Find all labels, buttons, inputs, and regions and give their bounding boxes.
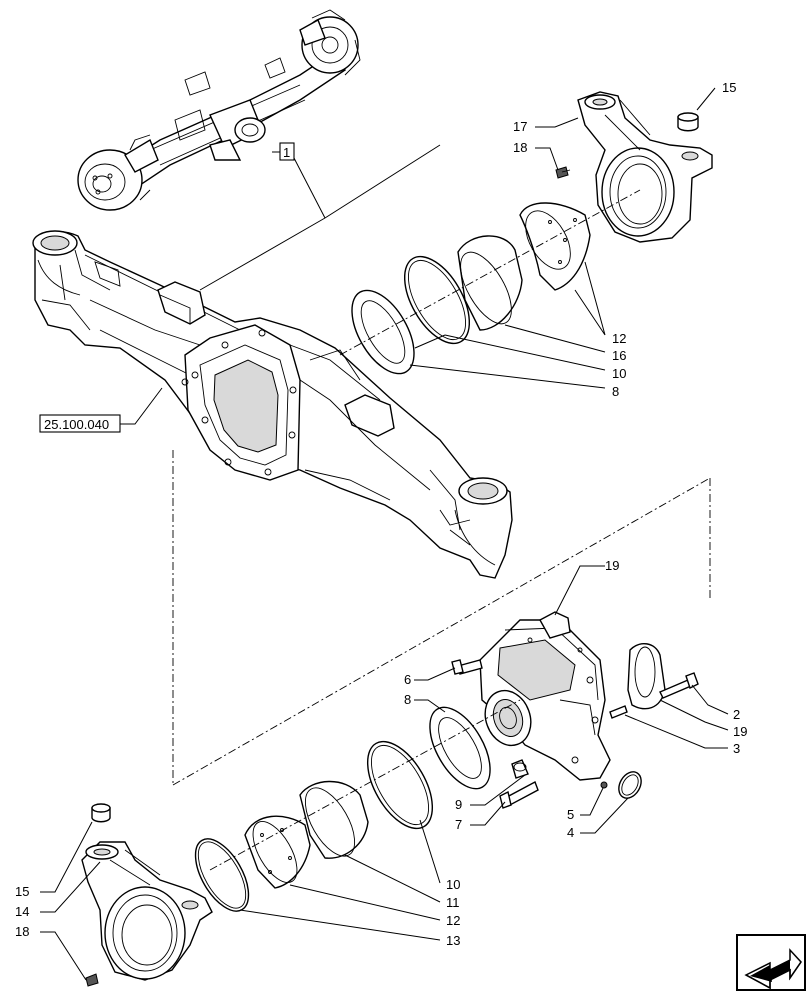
- lower-sleeve-11: [299, 780, 369, 859]
- lower-oring-10: [366, 740, 434, 830]
- lower-cap-15: [91, 803, 111, 823]
- upper-cap-15: [677, 112, 699, 132]
- callout-18-lower: 18: [15, 924, 29, 939]
- nut-9: [511, 759, 529, 779]
- callout-labels: 15 17 18 12 16 10 8 19 6 8 2 19 3 9 7 5 …: [15, 80, 747, 948]
- callout-6: 6: [404, 672, 411, 687]
- callout-3: 3: [733, 741, 740, 756]
- callout-13: 13: [446, 933, 460, 948]
- callout-8-upper: 8: [612, 384, 619, 399]
- lower-screw-18: [85, 973, 99, 987]
- lower-steering-knuckle: [81, 841, 213, 981]
- lower-seal-8: [429, 706, 491, 790]
- callout-4: 4: [567, 825, 574, 840]
- callout-12-upper: 12: [612, 331, 626, 346]
- bolt-2: [659, 672, 699, 699]
- upper-bushing-12: [519, 202, 591, 291]
- next-page-arrow-icon[interactable]: [736, 934, 806, 991]
- callout-14: 14: [15, 904, 29, 919]
- callout-2: 2: [733, 707, 740, 722]
- callout-18-upper: 18: [513, 140, 527, 155]
- callout-11: 11: [446, 895, 460, 910]
- axle-housing: [32, 230, 513, 579]
- callout-19-lower: 19: [733, 724, 747, 739]
- callout-10-lower: 10: [446, 877, 460, 892]
- callout-7: 7: [455, 817, 462, 832]
- upper-sleeve-16: [457, 235, 523, 331]
- oring-4: [618, 771, 642, 799]
- axle-assembly-thumbnail: [77, 9, 361, 211]
- callout-8-lower: 8: [404, 692, 411, 707]
- lower-steering-housing: [479, 611, 611, 781]
- index-reference-box[interactable]: 1: [279, 142, 295, 161]
- callout-5: 5: [567, 807, 574, 822]
- callout-15-upper: 15: [722, 80, 736, 95]
- callout-17: 17: [513, 119, 527, 134]
- upper-steering-knuckle: [577, 91, 713, 243]
- callout-15-lower: 15: [15, 884, 29, 899]
- callout-10-upper: 10: [612, 366, 626, 381]
- upper-seal-8: [351, 289, 415, 375]
- index-label: 1: [283, 145, 290, 160]
- pin-19: [609, 705, 628, 719]
- callout-16: 16: [612, 348, 626, 363]
- cross-reference-label: 25.100.040: [44, 417, 109, 432]
- callout-12-lower: 12: [446, 913, 460, 928]
- lower-bushing-12: [244, 815, 311, 889]
- upper-screw-18: [555, 166, 571, 179]
- lower-cover-3: [627, 643, 666, 710]
- plug-5: [600, 781, 608, 789]
- bolt-6: [451, 659, 483, 675]
- leader-lines: [40, 87, 729, 981]
- lower-oring-13: [194, 838, 250, 912]
- bolt-7: [499, 781, 539, 809]
- callout-9: 9: [455, 797, 462, 812]
- cross-reference-box[interactable]: 25.100.040: [39, 414, 121, 433]
- callout-19-upper: 19: [605, 558, 619, 573]
